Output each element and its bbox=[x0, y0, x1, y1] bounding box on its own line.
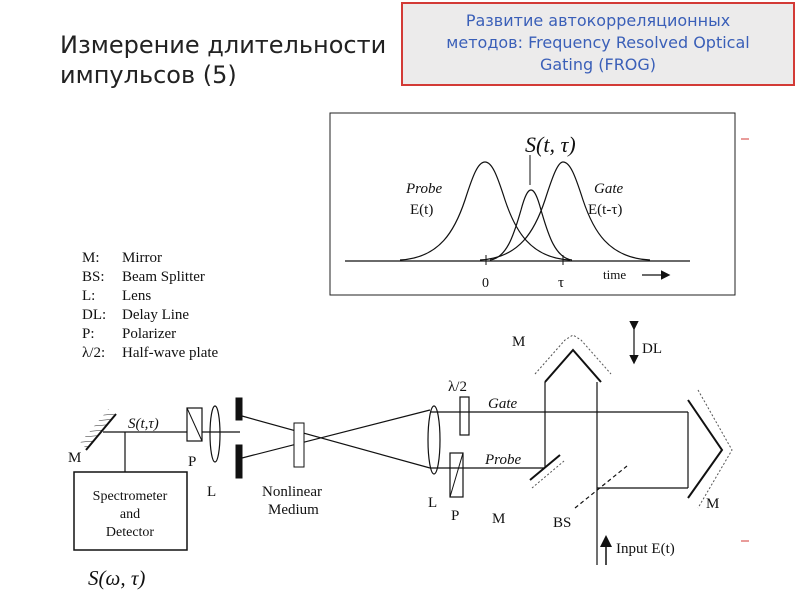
tick-zero-label: 0 bbox=[482, 276, 489, 291]
legend-value-5: Half-wave plate bbox=[122, 345, 219, 361]
setup-labels: M S(t,τ) P L Nonlinear Medium L λ/2 Gate… bbox=[68, 334, 719, 590]
detector-label-line1: Spectrometer bbox=[93, 489, 168, 504]
probe-label: Probe bbox=[405, 181, 442, 197]
aperture-top bbox=[235, 397, 243, 421]
callout-line1: Развитие автокорреляционных bbox=[465, 11, 731, 30]
pulse-plot: S(t, τ) Probe E(t) Gate E(t-τ) 0 τ time bbox=[329, 112, 736, 296]
spectrum-label: S(ω, τ) bbox=[88, 566, 145, 590]
legend-value-3: Delay Line bbox=[122, 307, 189, 323]
polarizer-right bbox=[449, 452, 464, 498]
signal-beam-label: S(t,τ) bbox=[128, 416, 159, 432]
legend-value-0: Mirror bbox=[122, 250, 162, 266]
detector-box bbox=[73, 471, 188, 551]
tick-tau-label: τ bbox=[558, 275, 564, 291]
gate-field-label: E(t-τ) bbox=[588, 202, 622, 218]
legend-key-1: BS: bbox=[82, 269, 105, 285]
lens-right-label: L bbox=[428, 495, 437, 511]
callout-line3: Gating (FROG) bbox=[539, 55, 657, 74]
slide-title-line1: Измерение длительности bbox=[60, 31, 387, 59]
delay-line-label: DL bbox=[642, 341, 662, 357]
beam-splitter bbox=[574, 465, 628, 509]
signal-label: S(t, τ) bbox=[525, 132, 576, 157]
callout-line2: методов: Frequency Resolved Optical bbox=[446, 33, 750, 52]
legend: M: Mirror BS: Beam Splitter L: Lens DL: … bbox=[82, 250, 219, 361]
gate-pulse-curve bbox=[479, 161, 651, 261]
signal-pulse-curve bbox=[489, 189, 573, 261]
lens-left bbox=[209, 405, 221, 463]
mirror-right-label: M bbox=[706, 496, 719, 512]
mirror-left-label: M bbox=[68, 450, 81, 466]
polarizer-left-label: P bbox=[188, 454, 196, 470]
slide-title-line2: импульсов (5) bbox=[60, 61, 237, 89]
nonlinear-medium bbox=[293, 422, 305, 468]
legend-key-4: P: bbox=[82, 326, 95, 342]
topic-callout: Развитие автокорреляционных методов: Fre… bbox=[401, 2, 795, 86]
legend-value-2: Lens bbox=[122, 288, 151, 304]
lens-right bbox=[427, 405, 441, 475]
input-label: Input E(t) bbox=[616, 541, 675, 557]
mirror-left bbox=[79, 409, 117, 451]
mirror-bottom bbox=[529, 454, 565, 489]
polarizer-left bbox=[186, 407, 203, 442]
probe-pulse-curve bbox=[399, 161, 571, 261]
beam-splitter-label: BS bbox=[553, 515, 571, 531]
time-axis-label: time bbox=[603, 267, 626, 282]
detector-label-line3: Detector bbox=[106, 525, 155, 540]
mirror-top-label: M bbox=[512, 334, 525, 350]
pulse-plot-frame bbox=[329, 112, 736, 296]
aperture-bottom bbox=[235, 444, 243, 479]
half-wave-plate bbox=[459, 396, 470, 436]
mirror-bottom-label: M bbox=[492, 511, 505, 527]
legend-key-2: L: bbox=[82, 288, 95, 304]
probe-beam-label: Probe bbox=[484, 452, 521, 468]
mirror-top-roof bbox=[534, 334, 612, 383]
legend-key-0: M: bbox=[82, 250, 100, 266]
legend-key-5: λ/2: bbox=[82, 345, 105, 361]
polarizer-right-label: P bbox=[451, 508, 459, 524]
legend-value-4: Polarizer bbox=[122, 326, 176, 342]
slide-title: Измерение длительности импульсов (5) bbox=[60, 30, 386, 90]
gate-label: Gate bbox=[594, 181, 624, 197]
beam-gate-crossing bbox=[241, 409, 431, 459]
half-wave-label: λ/2 bbox=[448, 379, 467, 395]
legend-value-1: Beam Splitter bbox=[122, 269, 205, 285]
lens-left-label: L bbox=[207, 484, 216, 500]
probe-field-label: E(t) bbox=[410, 202, 433, 218]
optical-setup bbox=[73, 320, 733, 565]
legend-key-3: DL: bbox=[82, 307, 106, 323]
medium-label-line2: Medium bbox=[268, 502, 319, 518]
detector-label-line2: and bbox=[120, 507, 140, 522]
gate-beam-label: Gate bbox=[488, 396, 518, 412]
mirror-right-roof bbox=[687, 389, 733, 509]
beam-probe-crossing bbox=[241, 415, 431, 469]
medium-label-line1: Nonlinear bbox=[262, 484, 322, 500]
